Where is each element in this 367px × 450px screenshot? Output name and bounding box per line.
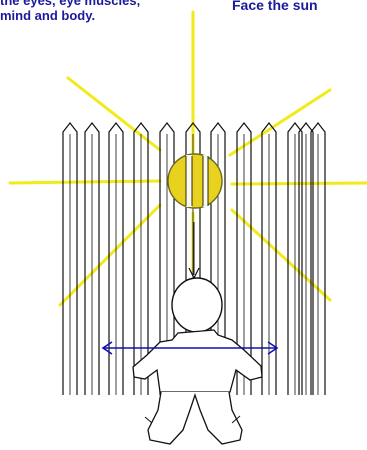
sun-down-arrow: [189, 222, 199, 278]
sun-slat-gap-2: [203, 155, 208, 207]
sun-ray-6: [60, 205, 160, 305]
sun-ray-2: [68, 78, 160, 150]
sun: [168, 154, 222, 208]
sun-disc: [168, 154, 222, 208]
sun-ray-3: [230, 90, 330, 155]
sun-ray-7: [232, 210, 330, 300]
person-legs: [148, 392, 242, 444]
person-left-shoe: [145, 417, 152, 423]
person-figure: [133, 278, 262, 444]
person-body: [133, 330, 262, 392]
person-head: [172, 278, 222, 332]
sun-slat-gap-1: [186, 155, 192, 207]
